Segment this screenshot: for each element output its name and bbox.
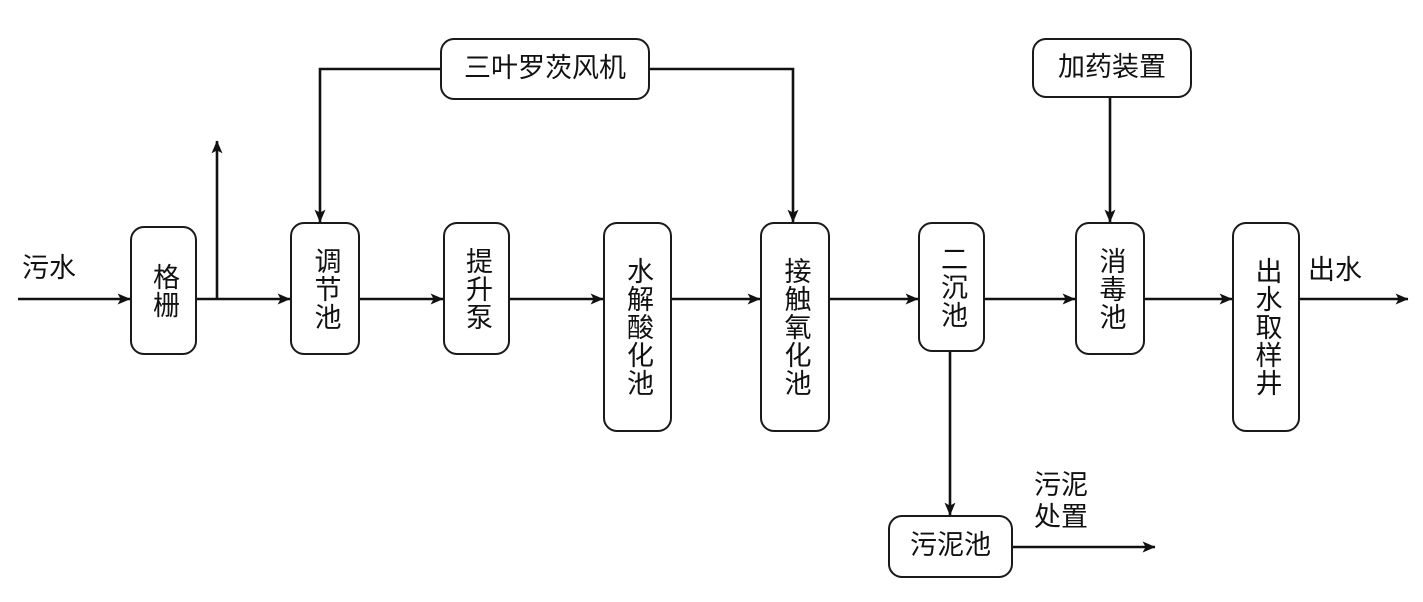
node-contact-oxidation-tank-label: 接触氧化池 <box>779 257 811 397</box>
edge-blower-to-oxidation <box>650 67 799 223</box>
node-hydrolysis-acidification-tank[interactable]: 水解酸化池 <box>603 222 672 432</box>
node-disinfection-tank-label: 消毒池 <box>1094 246 1126 331</box>
node-lift-pump-label: 提升泵 <box>461 246 492 331</box>
node-secondary-sedimentation-tank-label: 二沉池 <box>936 245 967 329</box>
label-influent: 污水 <box>22 253 76 284</box>
node-grille[interactable]: 格栅 <box>130 226 197 355</box>
node-secondary-sedimentation-tank[interactable]: 二沉池 <box>918 222 985 352</box>
node-dosing-device-label: 加药装置 <box>1058 51 1166 83</box>
node-contact-oxidation-tank[interactable]: 接触氧化池 <box>760 222 830 432</box>
label-effluent: 出水 <box>1308 255 1362 286</box>
label-sludge-disposal: 污泥 处置 <box>1034 470 1088 533</box>
node-sludge-tank[interactable]: 污泥池 <box>888 515 1013 578</box>
node-effluent-sampling-well[interactable]: 出水取样井 <box>1232 222 1300 432</box>
node-regulating-tank[interactable]: 调节池 <box>290 222 360 355</box>
node-roots-blower[interactable]: 三叶罗茨风机 <box>440 38 650 100</box>
node-disinfection-tank[interactable]: 消毒池 <box>1075 222 1145 355</box>
node-effluent-sampling-well-label: 出水取样井 <box>1250 257 1282 397</box>
node-grille-label: 格栅 <box>148 262 179 319</box>
node-regulating-tank-label: 调节池 <box>309 246 341 331</box>
node-dosing-device[interactable]: 加药装置 <box>1032 38 1192 98</box>
edge-blower-to-regulating <box>314 67 440 223</box>
node-sludge-tank-label: 污泥池 <box>910 530 991 562</box>
node-hydrolysis-acidification-tank-label: 水解酸化池 <box>622 257 653 397</box>
node-roots-blower-label: 三叶罗茨风机 <box>464 52 626 84</box>
node-lift-pump[interactable]: 提升泵 <box>443 222 510 355</box>
